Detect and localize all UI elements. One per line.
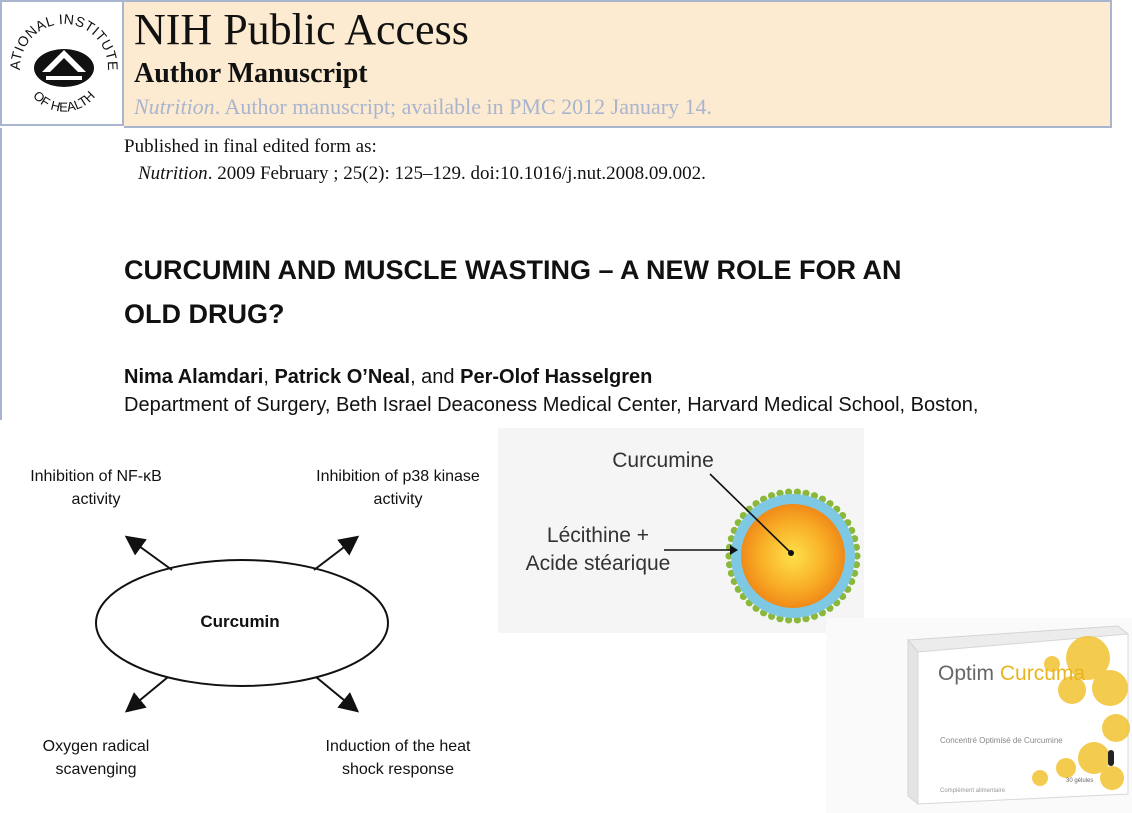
lipid-head	[793, 488, 801, 496]
author-list: Nima Alamdari, Patrick O’Neal, and Per-O…	[124, 366, 652, 389]
label-p38-line-1: Inhibition of p38 kinase	[316, 468, 480, 485]
author-2: Patrick O’Neal	[274, 366, 411, 388]
author-sep-1: ,	[263, 366, 275, 388]
label-oxygen-line-1: Oxygen radical	[42, 738, 150, 755]
lipid-head	[785, 488, 793, 496]
micelle-shell-label-2: Acide stéarique	[525, 552, 671, 575]
label-oxygen-line-2: scavenging	[55, 761, 137, 778]
affiliation: Department of Surgery, Beth Israel Deaco…	[124, 394, 979, 416]
curcumin-ellipse	[95, 559, 389, 687]
product-description: Concentré Optimisé de Curcumine	[940, 736, 1063, 745]
svg-text:OF HEALTH: OF HEALTH	[30, 88, 98, 115]
shell-pointer-arrow	[730, 545, 738, 555]
micelle-graphic	[664, 473, 861, 624]
product-box-graphic	[906, 625, 1130, 806]
nih-header: NATIONAL INSTITUTES OF HEALTH NIH Public…	[0, 0, 1112, 128]
product-brand: Optim Curcuma	[938, 662, 1085, 686]
left-rule	[0, 128, 2, 420]
arrow-bottom-left	[124, 676, 169, 713]
banner-journal: Nutrition	[134, 94, 215, 119]
label-heat-shock-line-1: Induction of the heat	[325, 738, 471, 755]
banner-title: NIH Public Access	[134, 5, 469, 54]
arrow-top-right	[313, 535, 360, 571]
curcuma-splash	[1032, 636, 1130, 790]
author-1: Nima Alamdari	[124, 366, 264, 388]
article-title: CURCUMIN AND MUSCLE WASTING – A NEW ROLE…	[124, 248, 1084, 336]
arrow-top-left	[124, 535, 173, 571]
label-p38: Inhibition of p38 kinase activity	[288, 465, 508, 511]
capsule-icon	[1108, 750, 1114, 766]
product-footer: Complément alimentaire	[940, 788, 1006, 794]
banner-availability-text: . Author manuscript; available in PMC 20…	[214, 94, 713, 119]
banner-availability: Nutrition. Author manuscript; available …	[134, 94, 712, 120]
citation-journal: Nutrition	[138, 163, 208, 184]
diagram-center-label: Curcumin	[200, 612, 280, 631]
diagram-graphic	[95, 535, 389, 713]
micelle-panel: Curcumine Lécithine + Acide stéarique	[498, 428, 864, 633]
product-count: 30 gélules	[1066, 778, 1094, 784]
label-nfkb-line-2: activity	[71, 491, 121, 508]
label-oxygen: Oxygen radical scavenging	[14, 735, 178, 781]
lipid-head	[793, 616, 801, 624]
banner-subtitle: Author Manuscript	[134, 58, 368, 89]
micelle-shell-label-1: Lécithine +	[546, 524, 650, 547]
label-heat-shock-line-2: shock response	[341, 761, 455, 778]
logo-ring-bottom: OF HEALTH	[30, 88, 98, 115]
label-nfkb-line-1: Inhibition of NF-κB	[30, 468, 162, 485]
curcumin-diagram: Curcumin Inhibition of NF-κB activity In…	[0, 430, 540, 813]
author-3: Per-Olof Hasselgren	[460, 366, 653, 388]
lipid-head	[853, 552, 861, 560]
product-brand-optim: Optim	[938, 662, 995, 685]
nih-logo-icon: NATIONAL INSTITUTES OF HEALTH	[0, 0, 121, 115]
published-label: Published in final edited form as:	[124, 136, 377, 157]
citation: Nutrition. 2009 February ; 25(2): 125–12…	[138, 162, 706, 186]
nih-logo: NATIONAL INSTITUTES OF HEALTH	[0, 0, 124, 126]
product-box-image: Optim Curcuma Concentré Optimisé de Curc…	[826, 618, 1132, 813]
core-pointer-dot	[788, 550, 794, 556]
citation-details: . 2009 February ; 25(2): 125–129. doi:10…	[207, 163, 706, 184]
label-p38-line-2: activity	[373, 491, 423, 508]
article-title-line-1: CURCUMIN AND MUSCLE WASTING – A NEW ROLE…	[124, 255, 902, 285]
label-heat-shock: Induction of the heat shock response	[296, 735, 500, 781]
label-nfkb: Inhibition of NF-κB activity	[6, 465, 186, 511]
core-pointer-line	[709, 473, 791, 553]
lipid-head	[785, 616, 793, 624]
micelle-core-label: Curcumine	[612, 449, 714, 472]
arrow-bottom-right	[315, 676, 360, 713]
product-brand-curcuma: Curcuma	[999, 662, 1086, 685]
article-title-line-2: OLD DRUG?	[124, 299, 285, 329]
nih-banner: NIH Public Access Author Manuscript Nutr…	[124, 0, 1112, 128]
author-sep-2: , and	[410, 366, 461, 388]
